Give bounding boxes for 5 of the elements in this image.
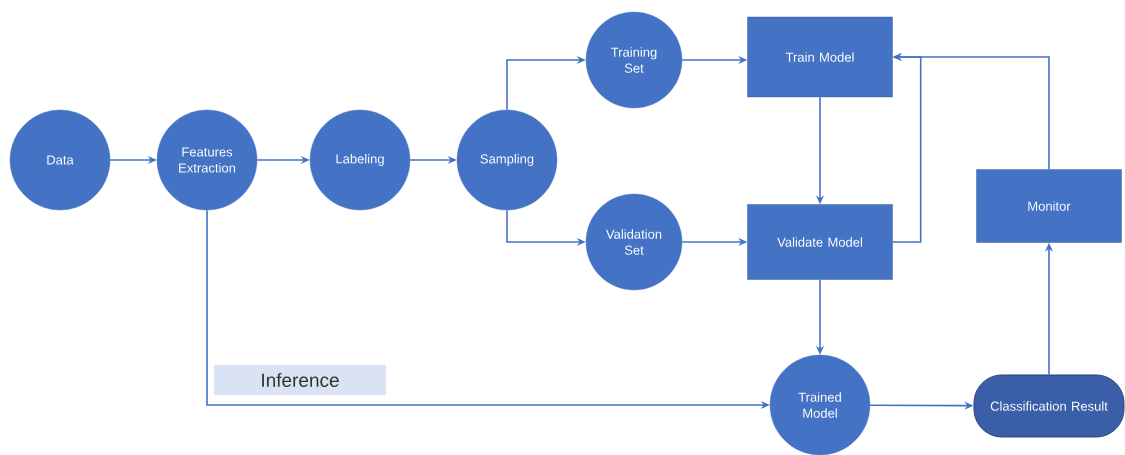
- edge-label: Inference: [214, 365, 386, 395]
- process-box: Validate Model: [747, 204, 893, 280]
- process-box: Train Model: [747, 16, 893, 98]
- process-box: Monitor: [976, 169, 1122, 243]
- result-box: Classification Result: [973, 374, 1125, 438]
